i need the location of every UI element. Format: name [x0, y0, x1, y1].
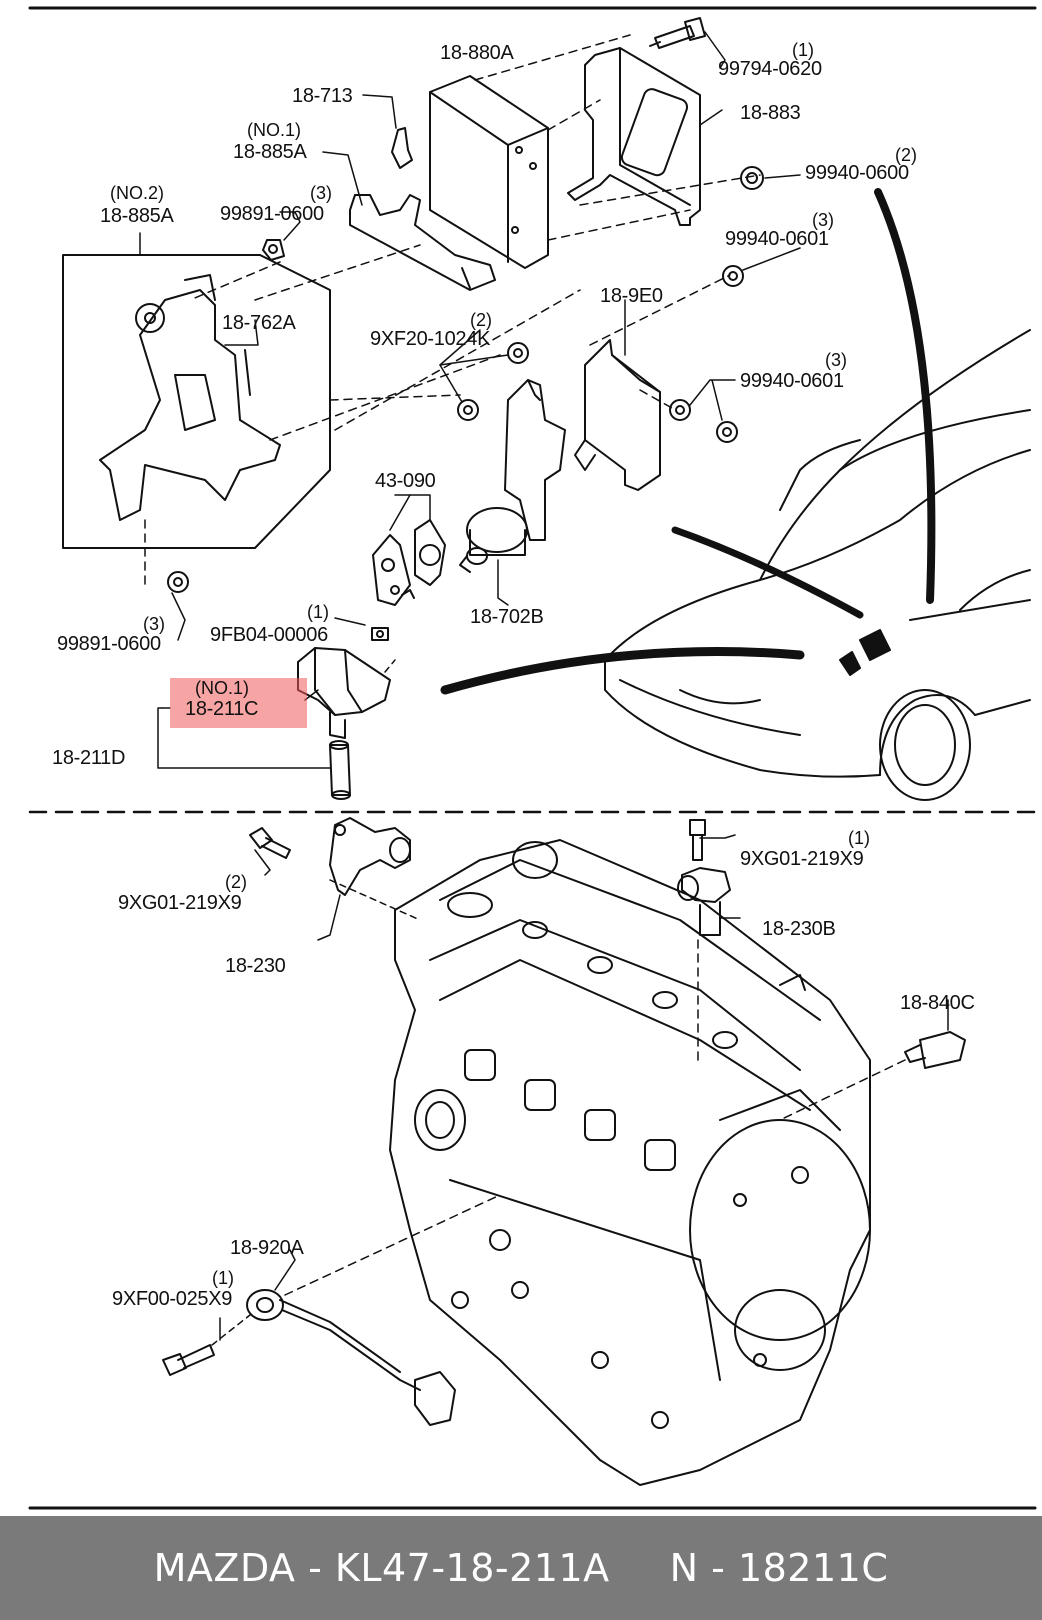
footer-bar: MAZDA - KL47-18-211A N - 18211C	[0, 1516, 1042, 1620]
label-18-880A: 18-880A	[440, 42, 514, 64]
nut-9XF20-1024K-a	[507, 342, 529, 364]
label-99891-0600-top: 99891-0600	[220, 203, 324, 225]
label-9XF00-025X9: 9XF00-025X9	[112, 1288, 233, 1310]
sensor-18-230	[329, 817, 411, 896]
parts-diagram: 18-880A (1) 99794-0620 18-713 18-883 (NO…	[28, 6, 1037, 1510]
label-18-230B: 18-230B	[762, 918, 836, 940]
bracket-18-885A-no1	[349, 194, 496, 291]
label-18-920A: 18-920A	[230, 1237, 304, 1259]
label-9FB04-00006: 9FB04-00006	[210, 624, 328, 646]
nut-99940-0601-b2	[716, 421, 738, 443]
diagram-drawing	[28, 6, 1037, 1510]
sensor-18-211C	[297, 647, 391, 739]
label-18-883: 18-883	[740, 102, 801, 124]
ecu-18-880A	[429, 75, 549, 269]
bracket-18-883	[567, 47, 723, 226]
label-18-885A-no2: 18-885A	[100, 205, 174, 227]
label-99940-0601-a: 99940-0601	[725, 228, 829, 250]
sensor-18-840C	[904, 1031, 966, 1069]
sensor-18-920A	[246, 1289, 456, 1426]
label-18-211C: 18-211C	[185, 698, 259, 720]
bracket-18-885A-no2-box	[62, 254, 331, 549]
nut-99891-0600-top	[262, 239, 285, 261]
bracket-and-solenoid-18-702B	[459, 379, 566, 573]
qty-9XF00-025X9: (1)	[212, 1268, 234, 1288]
label-18-713: 18-713	[292, 85, 353, 107]
label-18-211D: 18-211D	[52, 747, 126, 769]
note-no2-885A: (NO.2)	[110, 183, 164, 203]
label-43-090: 43-090	[375, 470, 436, 492]
label-99891-0600-bottom: 99891-0600	[57, 633, 161, 655]
label-9XF20-1024K: 9XF20-1024K	[370, 328, 491, 350]
part-highlight	[170, 678, 307, 728]
qty-99794-0620: (1)	[792, 40, 814, 60]
qty-9XG01-219X9-right: (1)	[848, 828, 870, 848]
label-9XG01-219X9-right: 9XG01-219X9	[740, 848, 864, 870]
qty-9FB04-00006: (1)	[307, 602, 329, 622]
washer-9FB04-00006	[371, 627, 389, 641]
bolt-99794-0620	[649, 17, 706, 49]
label-99940-0601-b: 99940-0601	[740, 370, 844, 392]
label-9XG01-219X9-left: 9XG01-219X9	[118, 892, 242, 914]
label-18-840C: 18-840C	[900, 992, 975, 1014]
label-18-762A: 18-762A	[222, 312, 296, 334]
footer-caption: MAZDA - KL47-18-211A N - 18211C	[0, 1546, 1042, 1590]
qty-9XG01-219X9-left: (2)	[225, 872, 247, 892]
qty-99891-0600-bottom: (3)	[143, 614, 165, 634]
nut-99940-0600	[740, 166, 764, 190]
clip-18-713	[391, 127, 413, 169]
bolt-9XG01-219X9-left	[249, 827, 291, 859]
qty-99940-0601-b: (3)	[825, 350, 847, 370]
oem-part-number: N - 18211C	[669, 1546, 889, 1590]
label-18-9E0: 18-9E0	[600, 285, 663, 307]
nut-9XF20-1024K-b	[457, 399, 479, 421]
bolt-9XF00-025X9	[162, 1344, 215, 1376]
label-18-702B: 18-702B	[470, 606, 544, 628]
qty-99940-0601-a: (3)	[812, 210, 834, 230]
note-no1-211C: (NO.1)	[195, 678, 249, 698]
brand-part-number: MAZDA - KL47-18-211A	[153, 1546, 610, 1590]
hose-18-211D	[329, 740, 351, 800]
nut-99940-0601-a	[722, 265, 744, 287]
qty-9XF20-1024K: (2)	[470, 310, 492, 330]
label-99940-0600: 99940-0600	[805, 162, 909, 184]
qty-99940-0600: (2)	[895, 145, 917, 165]
label-18-230: 18-230	[225, 955, 286, 977]
label-99794-0620: 99794-0620	[718, 58, 822, 80]
valve-43-090	[372, 519, 446, 606]
nut-99891-0600-bottom	[167, 571, 189, 593]
note-no1-885A: (NO.1)	[247, 120, 301, 140]
module-18-9E0	[574, 339, 661, 491]
bolt-9XG01-219X9-right	[689, 819, 706, 861]
engine-block	[389, 839, 871, 1486]
nut-99940-0601-b1	[669, 399, 691, 421]
car-outline	[604, 329, 1031, 801]
label-18-885A-no1: 18-885A	[233, 141, 307, 163]
qty-99891-0600-top: (3)	[310, 183, 332, 203]
